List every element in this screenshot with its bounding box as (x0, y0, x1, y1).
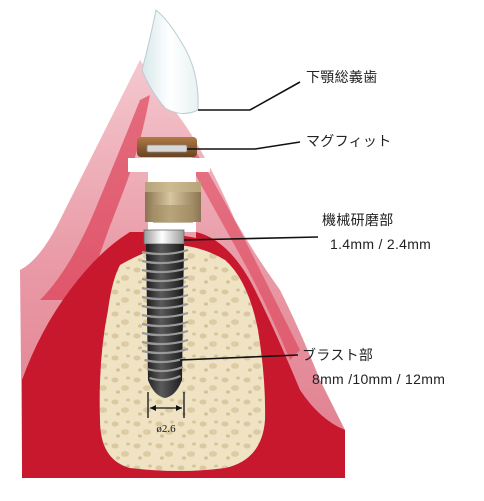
label-machined: 機械研磨部 (322, 210, 394, 230)
abutment-top (145, 182, 201, 192)
magfit-plate (147, 145, 187, 152)
diameter-label: ø2.6 (156, 423, 176, 435)
machined-collar (144, 230, 184, 244)
label-denture: 下顎総義歯 (306, 67, 378, 87)
leader-magfit (187, 142, 300, 149)
leader-denture (198, 82, 300, 110)
implant-screw (146, 244, 184, 398)
label-blast-sizes: 8mm /10mm / 12mm (312, 371, 445, 387)
abutment-keeper (153, 205, 193, 223)
label-machined-sizes: 1.4mm / 2.4mm (330, 236, 431, 252)
label-magfit: マグフィット (306, 131, 392, 151)
label-blast: ブラスト部 (302, 345, 373, 365)
